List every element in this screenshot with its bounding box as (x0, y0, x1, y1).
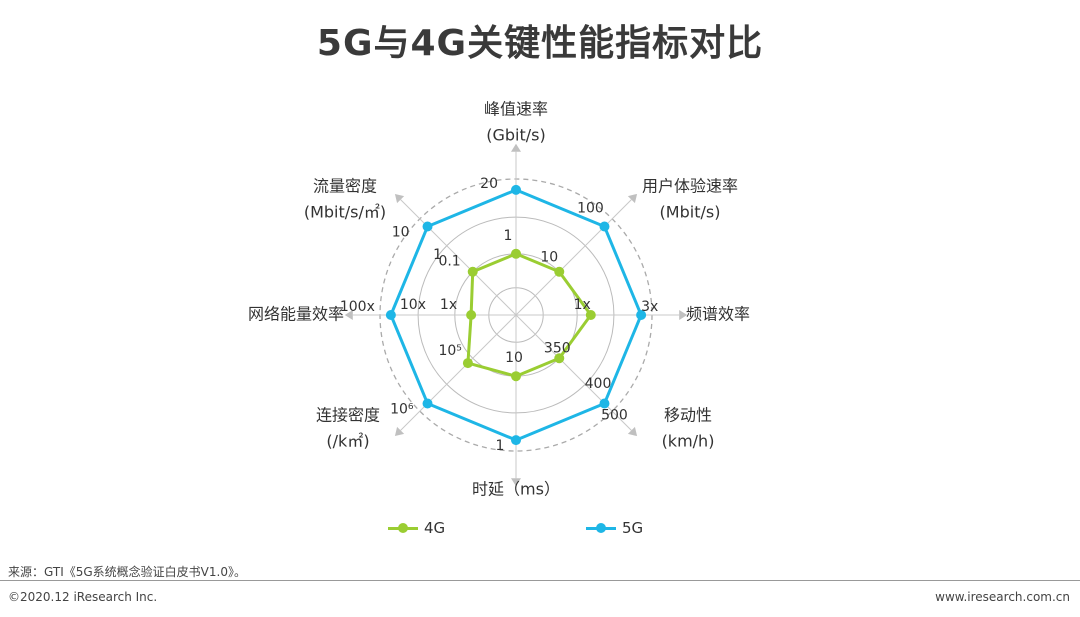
data-point-5g-5 (511, 435, 521, 446)
axis-arrow-icon-2 (627, 193, 638, 204)
value-label-5g-3: 3x (641, 299, 658, 315)
value-label-5g-5: 1 (496, 438, 505, 454)
data-point-4g-2 (554, 266, 565, 277)
legend-label-4g: 4G (424, 519, 446, 537)
copyright-text: ©2020.12 iResearch Inc. (8, 590, 158, 604)
axis-unit-6: (/k㎡) (326, 432, 369, 451)
axis-name-1: 峰值速率 (484, 100, 548, 119)
data-point-4g-8 (467, 266, 478, 277)
extra-label-1: 400 (585, 376, 612, 392)
value-label-5g-2: 100 (577, 201, 604, 217)
value-label-5g-1: 20 (480, 176, 498, 192)
value-label-4g-4: 350 (544, 340, 571, 356)
source-note: 来源：GTI《5G系统概念验证白皮书V1.0》。 (8, 565, 246, 579)
value-label-4g-1: 1 (504, 228, 513, 244)
axis-arrow-icon-6 (394, 426, 405, 437)
value-label-4g-5: 10 (505, 350, 523, 366)
legend-marker-4g (398, 523, 408, 533)
axis-line-8 (400, 199, 517, 316)
value-label-4g-6: 10⁵ (438, 343, 461, 359)
axis-line-6 (400, 314, 517, 431)
axis-unit-8: (Mbit/s/㎡) (304, 203, 386, 222)
data-point-5g-4 (599, 398, 610, 409)
value-label-4g-3: 1x (574, 297, 591, 313)
data-point-4g-7 (466, 310, 477, 320)
axis-arrow-icon-8 (394, 193, 405, 204)
data-point-5g-3 (636, 310, 647, 320)
axis-arrow-icon-7 (344, 310, 353, 320)
axis-arrow-icon-4 (627, 426, 638, 437)
data-point-5g-2 (599, 221, 610, 232)
value-label-5g-6: 10⁶ (390, 401, 414, 417)
axis-name-4: 移动性 (664, 406, 712, 425)
axis-name-3: 频谱效率 (686, 305, 750, 324)
axis-arrow-icon-3 (679, 310, 688, 320)
axis-line-4 (515, 314, 632, 431)
axis-unit-4: (km/h) (662, 432, 715, 451)
footer-divider (0, 580, 1080, 581)
data-point-4g-1 (511, 248, 521, 259)
data-point-4g-5 (511, 371, 521, 382)
axis-name-7: 网络能量效率 (248, 305, 344, 324)
data-point-5g-1 (511, 184, 521, 195)
value-label-5g-4: 500 (601, 407, 628, 423)
value-label-5g-8: 10 (392, 225, 410, 241)
axis-unit-1: (Gbit/s) (486, 126, 545, 145)
axis-unit-2: (Mbit/s) (660, 203, 721, 222)
data-point-5g-8 (422, 221, 433, 232)
data-point-5g-7 (385, 310, 396, 320)
extra-label-3: 1 (433, 247, 442, 263)
legend-label-5g: 5G (622, 519, 644, 537)
data-point-4g-6 (462, 358, 473, 369)
axis-name-2: 用户体验速率 (642, 177, 738, 196)
axis-line-2 (515, 199, 632, 316)
axis-name-5: 时延（ms） (472, 480, 560, 499)
page-title: 5G与4G关键性能指标对比 (316, 23, 764, 64)
extra-label-2: 10x (400, 297, 426, 313)
axis-arrow-icon-5 (511, 478, 521, 487)
data-point-4g-4 (554, 353, 565, 364)
value-label-4g-7: 1x (440, 297, 457, 313)
axis-name-8: 流量密度 (313, 177, 377, 196)
website-link[interactable]: www.iresearch.com.cn (935, 590, 1070, 604)
legend-marker-5g (596, 523, 606, 533)
axis-arrow-icon-1 (511, 143, 521, 152)
axis-name-6: 连接密度 (316, 406, 380, 425)
value-label-5g-7: 100x (340, 299, 375, 315)
value-label-4g-8: 0.1 (438, 254, 460, 270)
data-point-5g-6 (422, 398, 433, 409)
value-label-4g-2: 10 (540, 250, 558, 266)
data-point-4g-3 (585, 310, 596, 320)
